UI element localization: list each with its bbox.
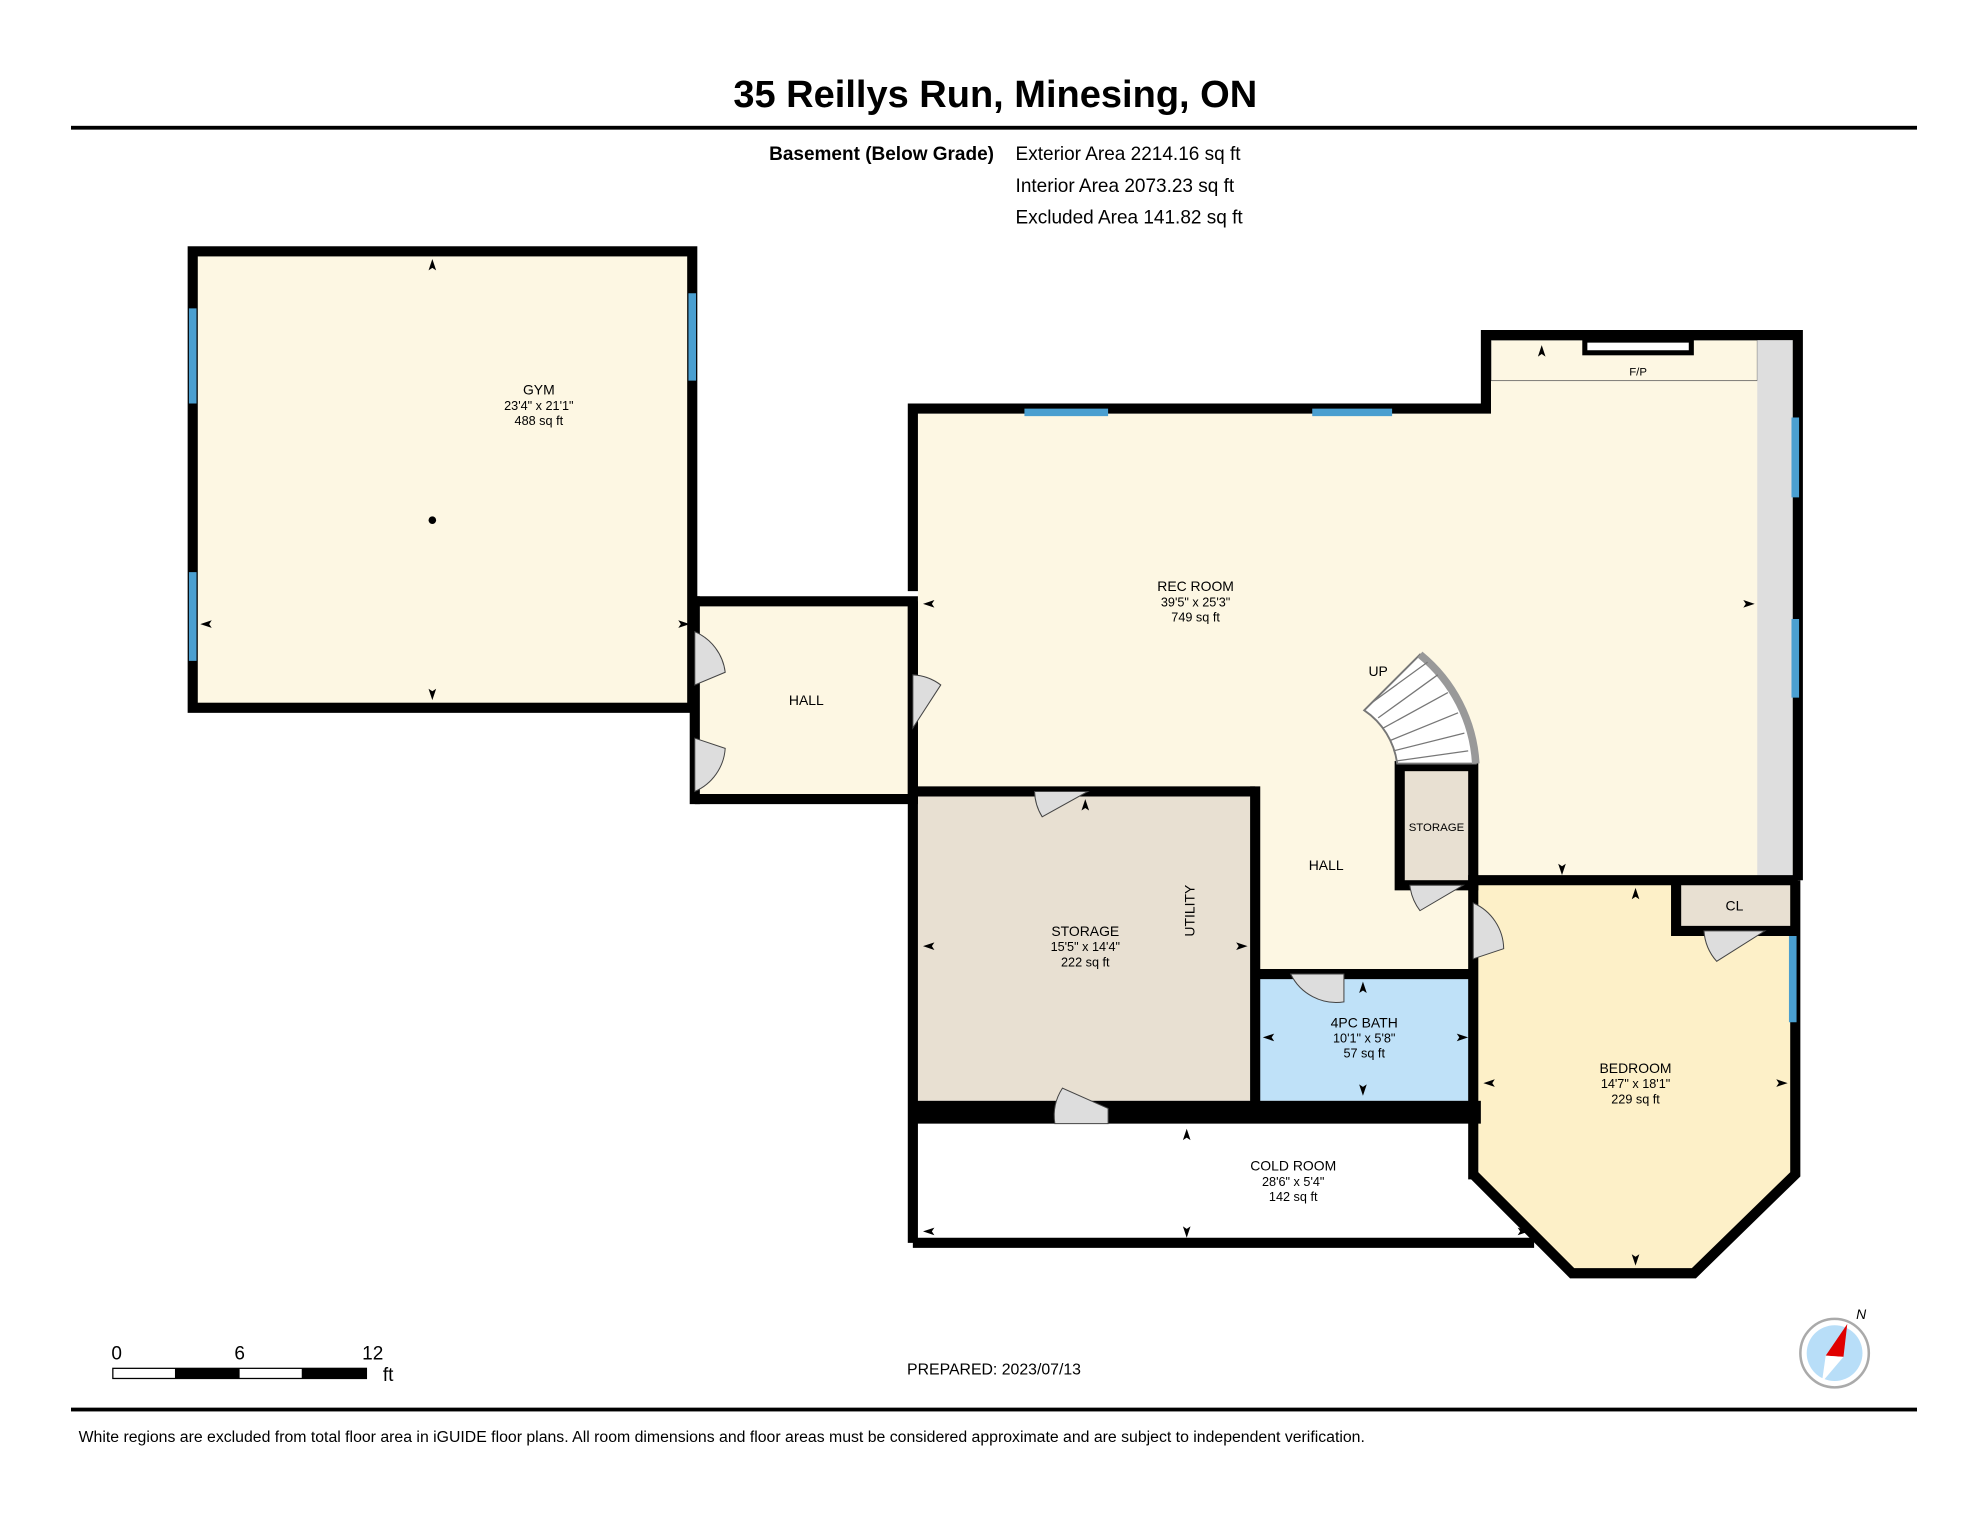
door-bedroom[interactable] (1472, 902, 1505, 960)
page-title: 35 Reillys Run, Minesing, ON (733, 74, 1257, 116)
disclaimer: White regions are excluded from total fl… (79, 1429, 1365, 1446)
fp-label: F/P (1629, 367, 1647, 379)
storage-small-floor[interactable] (1399, 766, 1474, 886)
level-label: Basement (Below Grade) (769, 144, 994, 165)
cold-room-dims: 28'6" x 5'4" (1262, 1175, 1324, 1189)
closet-name: CL (1726, 898, 1744, 914)
stairs[interactable]: UP (1362, 651, 1480, 765)
hall-left-floor[interactable] (699, 601, 911, 800)
closet-floor[interactable] (1678, 882, 1791, 929)
doors (694, 630, 1767, 1125)
scale-label-12: 12 (362, 1343, 383, 1364)
door-gym[interactable] (694, 630, 726, 686)
door-hall-bottom[interactable] (694, 737, 726, 793)
storage-name: STORAGE (1051, 923, 1119, 939)
gym-floor[interactable] (192, 251, 693, 708)
bedroom-floor[interactable] (1475, 882, 1793, 1271)
prepared-date: PREPARED: 2023/07/13 (907, 1362, 1081, 1379)
bath-area: 57 sq ft (1343, 1047, 1385, 1061)
scale-bar: 0 6 12 ft (111, 1343, 394, 1386)
door-bath[interactable] (1289, 973, 1345, 1003)
bedroom-dims: 14'7" x 18'1" (1601, 1077, 1670, 1091)
bath-dims: 10'1" x 5'8" (1333, 1031, 1395, 1045)
windows (188, 293, 1800, 1023)
bedroom-name: BEDROOM (1600, 1060, 1672, 1076)
interior-area: Interior Area 2073.23 sq ft (1016, 176, 1235, 197)
door-closet[interactable] (1703, 930, 1767, 963)
bath-floor[interactable] (1257, 976, 1471, 1101)
cold-room-top-wall (912, 1100, 1481, 1124)
rec-room-dims: 39'5" x 25'3" (1161, 595, 1230, 609)
fireplace (1582, 337, 1694, 356)
gym-name: GYM (523, 382, 555, 398)
cold-room-name: COLD ROOM (1250, 1158, 1336, 1174)
gym-dims: 23'4" x 21'1" (504, 399, 573, 413)
utility-label: UTILITY (1181, 885, 1197, 937)
door-storage-bottom[interactable] (1053, 1087, 1109, 1125)
header-rule (71, 125, 1917, 130)
door-rec[interactable] (912, 674, 942, 730)
storage-floor[interactable] (917, 793, 1253, 1101)
scale-label-6: 6 (234, 1343, 245, 1364)
hall-center-name: HALL (1309, 857, 1344, 873)
compass-north-label: N (1856, 1306, 1867, 1322)
dimension-arrows (200, 258, 1788, 1266)
storage-dims: 15'5" x 14'4" (1051, 940, 1120, 954)
storage-small-name: STORAGE (1409, 822, 1465, 834)
scale-unit: ft (383, 1365, 394, 1386)
bath-name: 4PC BATH (1331, 1014, 1398, 1030)
gray-strip (1757, 340, 1793, 878)
rec-room-floor[interactable] (917, 340, 1796, 975)
door-storage-top[interactable] (1034, 790, 1090, 818)
footer-rule (71, 1407, 1917, 1412)
scale-label-0: 0 (111, 1343, 122, 1364)
gym-area: 488 sq ft (515, 414, 564, 428)
exterior-area: Exterior Area 2214.16 sq ft (1016, 144, 1242, 165)
bedroom-area: 229 sq ft (1611, 1092, 1660, 1106)
stairs-up-label: UP (1368, 663, 1387, 679)
storage-area: 222 sq ft (1061, 955, 1110, 969)
room-fills (192, 251, 1796, 1271)
room-labels: GYM 23'4" x 21'1" 488 sq ft HALL REC ROO… (504, 367, 1743, 1204)
rec-room-area: 749 sq ft (1171, 611, 1220, 625)
rec-room-name: REC ROOM (1157, 578, 1234, 594)
compass-icon: N (1799, 1306, 1871, 1389)
door-storage-small[interactable] (1409, 884, 1465, 912)
excluded-area: Excluded Area 141.82 sq ft (1016, 207, 1244, 228)
hall-left-name: HALL (789, 692, 824, 708)
cold-room-area: 142 sq ft (1269, 1190, 1318, 1204)
